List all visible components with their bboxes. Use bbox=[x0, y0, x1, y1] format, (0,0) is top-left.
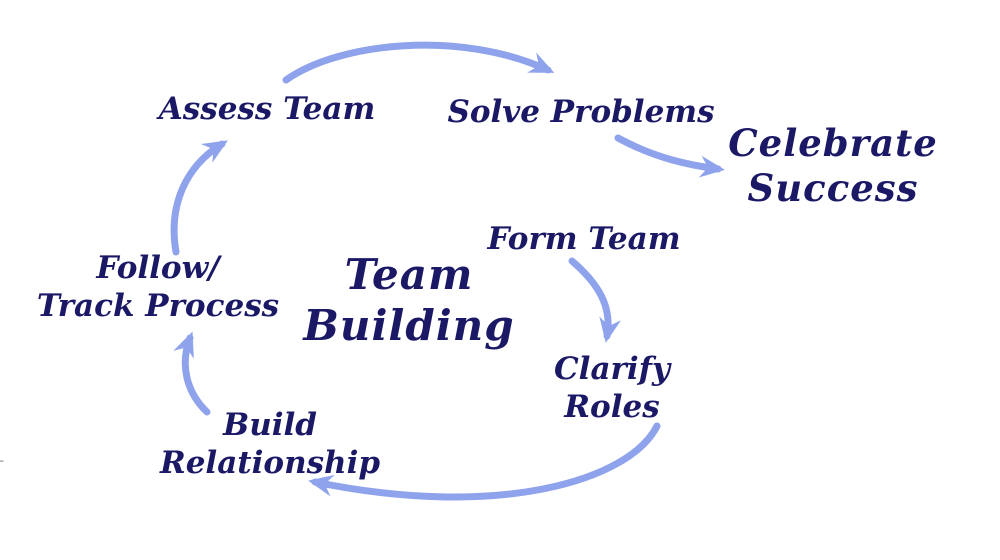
arrow-clarify-to-build bbox=[308, 422, 661, 501]
arrow-build-to-follow bbox=[173, 331, 211, 416]
node-clarify-roles-line1: Clarify bbox=[554, 351, 670, 388]
node-follow-track-process: Follow/ Track Process bbox=[37, 250, 279, 326]
diagram-title-line2: Building bbox=[303, 301, 515, 350]
node-assess-team: Assess Team bbox=[159, 91, 376, 129]
node-follow-track-process-line1: Follow/ bbox=[96, 250, 220, 287]
node-build-relationship-line2: Relationship bbox=[159, 445, 381, 481]
node-clarify-roles-line2: Roles bbox=[564, 389, 660, 425]
node-build-relationship-line1: Build bbox=[223, 407, 317, 444]
arrow-form-to-clarify bbox=[568, 257, 621, 343]
node-form-team: Form Team bbox=[487, 221, 680, 259]
node-assess-team-label: Assess Team bbox=[158, 91, 376, 128]
node-celebrate-success: Celebrate Success bbox=[728, 121, 938, 211]
node-solve-problems-label: Solve Problems bbox=[447, 94, 715, 131]
node-solve-problems: Solve Problems bbox=[447, 94, 714, 132]
diagram-title: Team Building bbox=[303, 249, 514, 351]
node-celebrate-success-line1: Celebrate bbox=[728, 120, 938, 165]
node-build-relationship: Build Relationship bbox=[160, 407, 380, 483]
node-clarify-roles: Clarify Roles bbox=[554, 351, 670, 427]
arrow-follow-to-assess bbox=[170, 140, 228, 256]
diagram-title-line1: Team bbox=[344, 249, 474, 299]
node-celebrate-success-line2: Success bbox=[747, 166, 919, 210]
node-form-team-label: Form Team bbox=[487, 221, 681, 258]
arrow-assess-to-solve bbox=[282, 41, 555, 84]
stock-watermark: Adobe Stock | #213840280 bbox=[0, 359, 4, 558]
node-follow-track-process-line2: Track Process bbox=[36, 288, 280, 324]
arrow-solve-to-celebrate bbox=[614, 134, 725, 178]
